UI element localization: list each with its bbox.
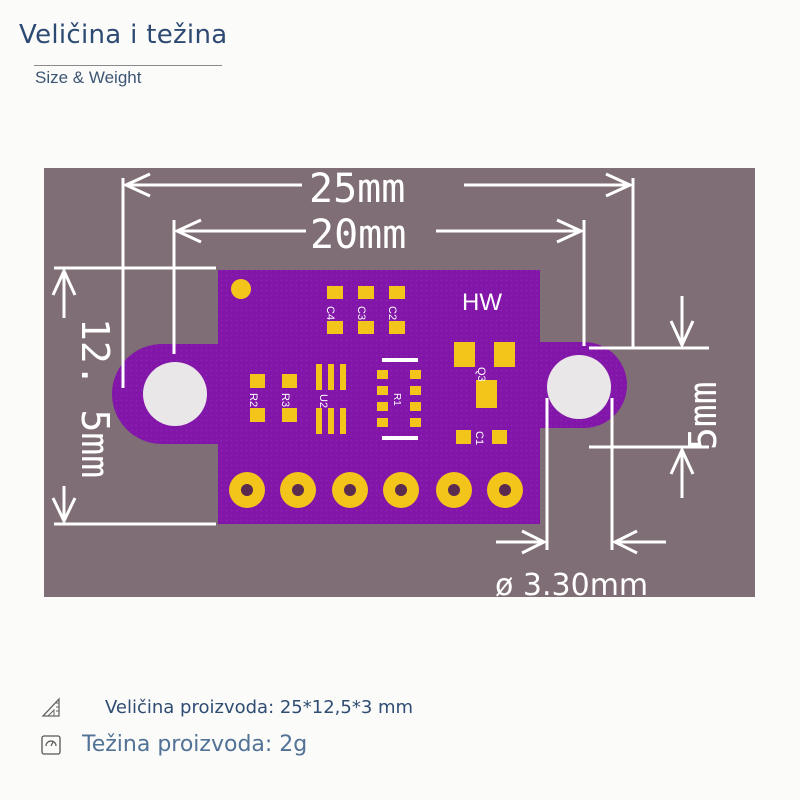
header-pads: [229, 472, 523, 508]
dimension-lines: [51, 172, 709, 555]
silk-label-r2: R2: [247, 393, 259, 407]
dimension-label-hole-diameter: ø 3.30mm: [495, 568, 648, 597]
dimension-label-20mm: 20mm: [310, 212, 406, 258]
scale-icon: [40, 734, 62, 756]
page-subtitle: Size & Weight: [35, 68, 142, 87]
silk-label-c1: C1: [473, 431, 485, 445]
dimension-label-12-5mm: 12. 5mm: [73, 318, 117, 478]
spec-size-row: Veličina proizvoda: 25*12,5*3 mm: [40, 696, 413, 718]
mounting-hole-right: [547, 355, 611, 419]
silk-label-c3: C3: [355, 306, 367, 320]
silk-label-r1: R1: [391, 393, 402, 406]
dimension-label-5mm: 5mm: [681, 381, 725, 450]
dimension-label-25mm: 25mm: [309, 168, 405, 212]
silk-label-c2: C2: [386, 306, 398, 320]
pcb-dimension-photo: HW C4 C3 C2 R2 R3 U2 R1 Q3 C1: [44, 168, 755, 597]
pcb-board: HW C4 C3 C2 R2 R3 U2 R1 Q3 C1: [112, 270, 627, 524]
title-divider: [34, 65, 222, 66]
spec-size-text: Veličina proizvoda: 25*12,5*3 mm: [105, 696, 414, 718]
spec-weight-text: Težina proizvoda: 2g: [82, 732, 308, 757]
silk-label-q3: Q3: [475, 367, 487, 382]
mounting-hole-left: [143, 362, 207, 426]
page-title: Veličina i težina: [19, 20, 228, 50]
silk-label-u2: U2: [317, 394, 329, 408]
pcb-brand-label: HW: [462, 289, 502, 316]
spec-weight-row: Težina proizvoda: 2g: [40, 732, 307, 757]
silk-label-c4: C4: [324, 306, 336, 320]
silk-label-r3: R3: [279, 393, 291, 407]
ruler-triangle-icon: [40, 696, 62, 718]
